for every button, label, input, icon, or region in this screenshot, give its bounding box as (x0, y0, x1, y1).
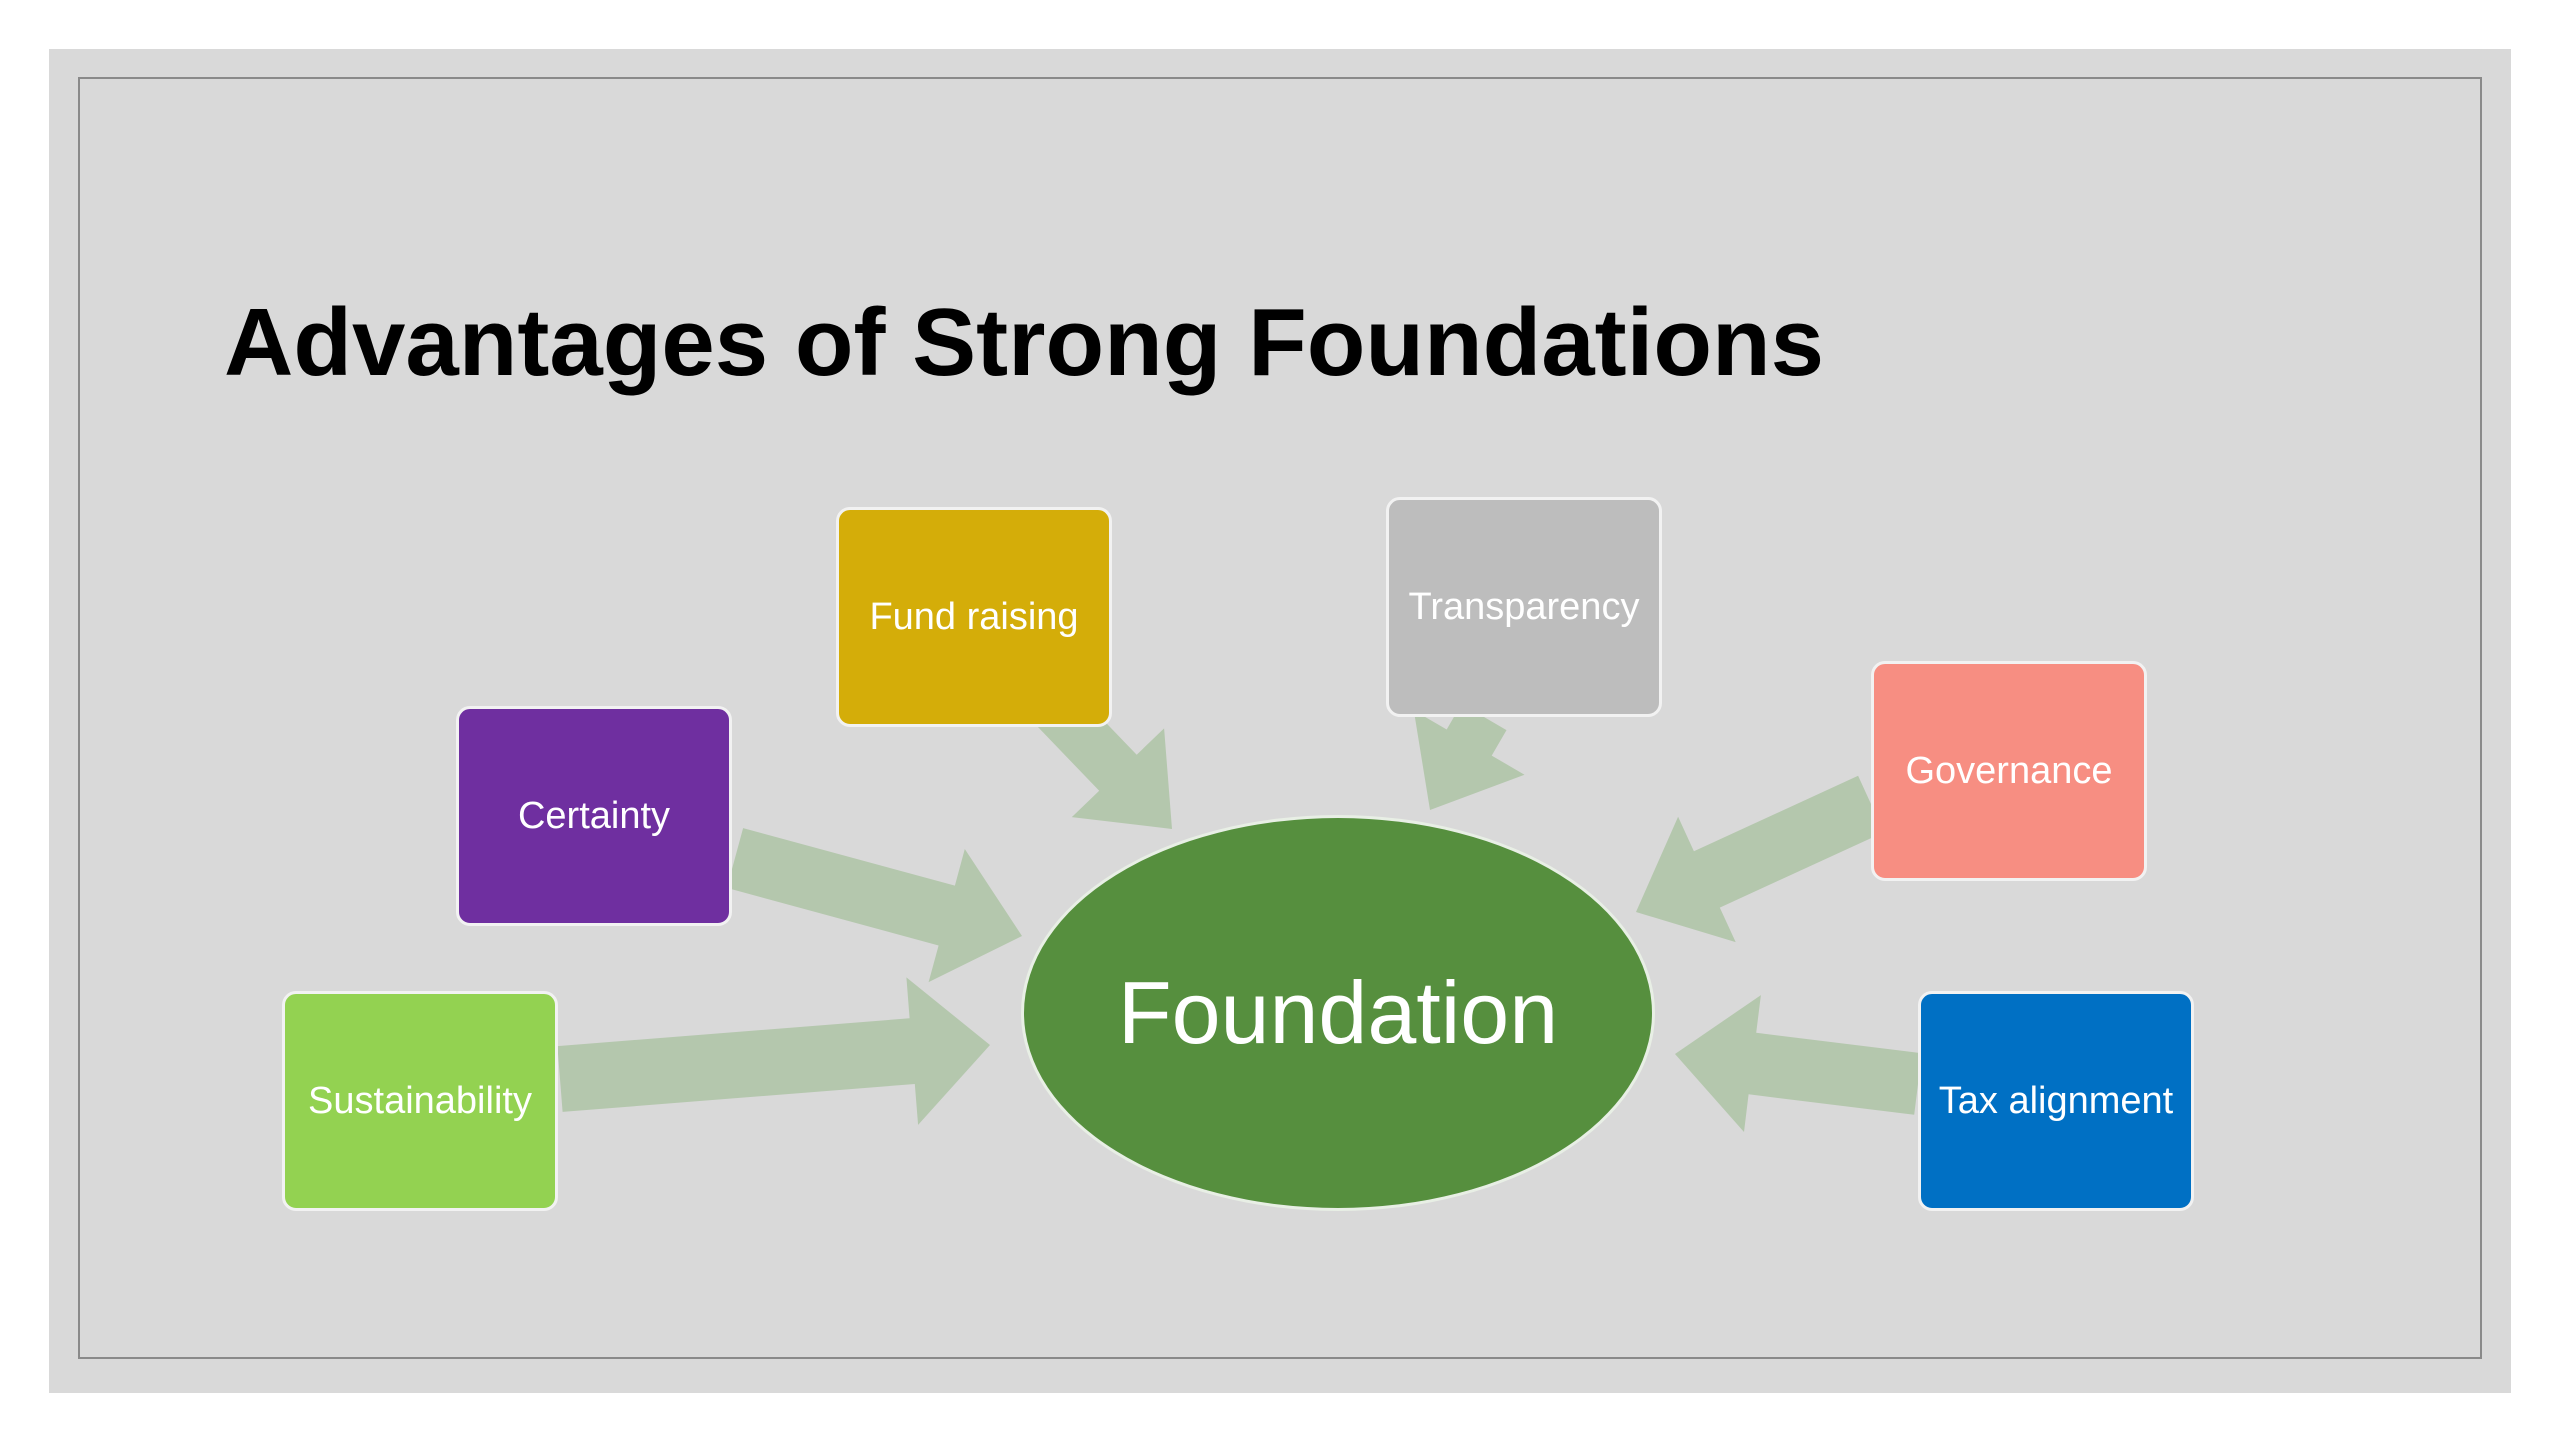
hub-foundation: Foundation (1021, 815, 1655, 1211)
slide-title: Advantages of Strong Foundations (224, 289, 1824, 396)
node-governance: Governance (1871, 661, 2147, 881)
arrow-transparency (1413, 703, 1525, 810)
node-label: Transparency (1408, 585, 1640, 628)
node-fund-raising: Fund raising (836, 507, 1112, 727)
node-label: Fund raising (869, 595, 1079, 638)
arrow-tax-alignment (1675, 995, 1922, 1132)
node-tax-alignment: Tax alignment (1918, 991, 2194, 1211)
arrow-certainty (726, 828, 1022, 983)
node-label: Tax alignment (1938, 1079, 2174, 1122)
node-label: Sustainability (308, 1079, 532, 1122)
node-certainty: Certainty (456, 706, 732, 926)
arrow-sustainability (557, 977, 990, 1125)
arrow-governance (1636, 775, 1884, 943)
node-sustainability: Sustainability (282, 991, 558, 1211)
node-transparency: Transparency (1386, 497, 1662, 717)
node-label: Certainty (517, 794, 671, 837)
node-label: Governance (1905, 749, 2113, 792)
hub-label: Foundation (1117, 963, 1559, 1062)
